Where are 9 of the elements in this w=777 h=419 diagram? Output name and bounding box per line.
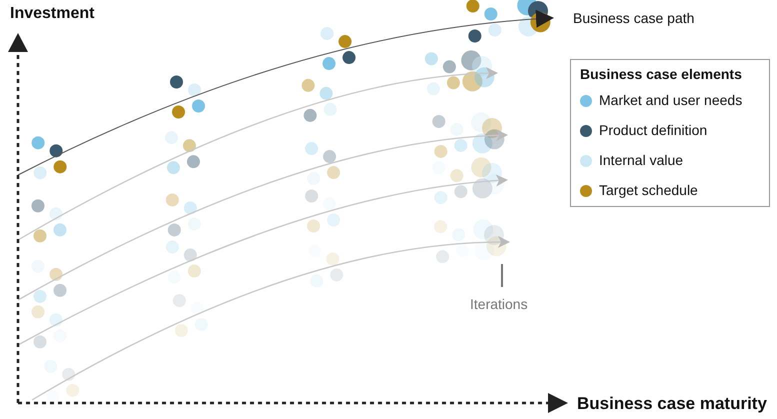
legend-label: Internal value bbox=[599, 152, 684, 168]
axis-title: Business case maturity bbox=[577, 394, 767, 414]
axis-title: Investment bbox=[10, 5, 94, 23]
legend-label: Product definition bbox=[599, 122, 708, 138]
legend-title: Business case elements bbox=[580, 66, 742, 82]
legend-label: Target schedule bbox=[599, 182, 698, 198]
path-label: Business case path bbox=[573, 10, 694, 26]
legend-label: Market and user needs bbox=[599, 92, 742, 108]
iterations-label: Iterations bbox=[470, 296, 528, 312]
